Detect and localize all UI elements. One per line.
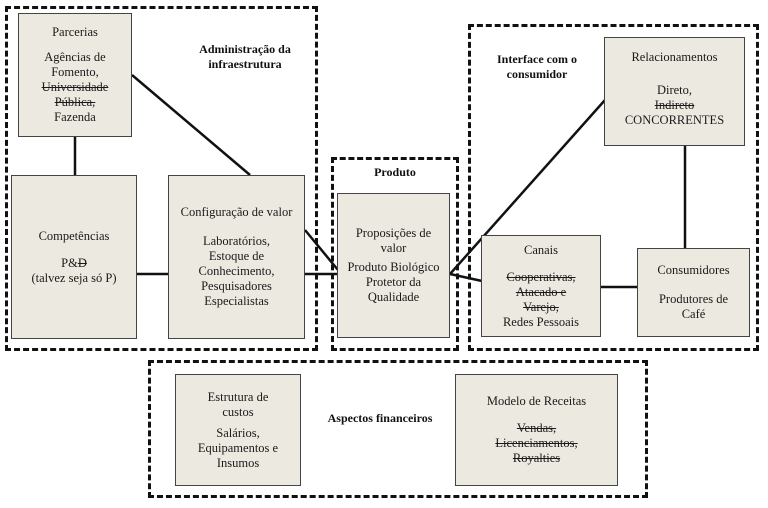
box-relacionamentos: Relacionamentos Direto, Indireto CONCORR… (604, 37, 745, 146)
group-interface-consumidor (468, 24, 759, 351)
box-title: Configuração de valor (180, 205, 293, 219)
box-title: Parcerias (52, 25, 98, 39)
group-title-infraestrutura: Administração da infraestrutura (199, 42, 291, 71)
group-title-financeiro: Aspectos financeiros (327, 411, 433, 425)
box-consumidores: Consumidores Produtores de Café (637, 248, 750, 337)
box-competencias: Competências P&D (talvez seja só P) (11, 175, 137, 339)
box-modelo-receitas: Modelo de Receitas Vendas, Licenciamento… (455, 374, 618, 486)
box-estrutura-custos: Estrutura de custos Salários, Equipament… (175, 374, 301, 486)
link-proposicoes-relacionamentos (449, 99, 606, 275)
box-title: Consumidores (657, 263, 730, 277)
box-title: Relacionamentos (631, 50, 718, 64)
group-produto (331, 157, 459, 351)
group-title-produto: Produto (374, 165, 416, 179)
group-infraestrutura (5, 6, 318, 351)
box-title: Canais (523, 242, 559, 257)
box-canais: Canais Cooperativas, Atacado e Varejo, R… (481, 235, 601, 337)
group-aspectos-financeiros (148, 360, 648, 498)
box-proposicoes-valor: Proposições de valor Produto Biológico P… (337, 193, 450, 338)
link-parcerias-configuracao (131, 74, 251, 176)
box-title: Modelo de Receitas (486, 394, 587, 408)
link-proposicoes-canais (449, 272, 483, 283)
group-title-interface: Interface com o consumidor (497, 52, 577, 81)
box-parcerias: Parcerias Agências de Fomento, Universid… (18, 13, 132, 137)
box-title: Competências (38, 228, 110, 243)
box-configuracao-valor: Configuração de valor Laboratórios, Esto… (168, 175, 305, 339)
